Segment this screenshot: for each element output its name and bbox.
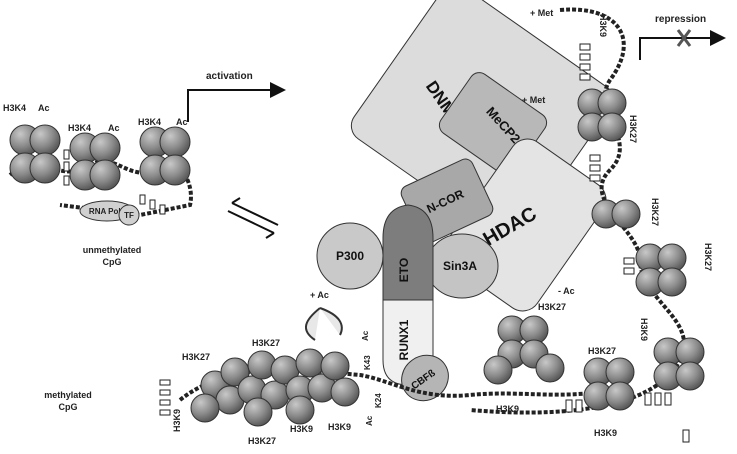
unmethylated-label: unmethylated (83, 245, 142, 255)
nucleosome (69, 132, 121, 191)
activation-label: activation (206, 71, 253, 82)
k24-label: K24 (374, 393, 383, 408)
ac-label: Ac (38, 103, 50, 113)
cpg-label: CpG (59, 402, 78, 412)
h3k4-label: H3K4 (3, 103, 26, 113)
p300-label: P300 (336, 249, 364, 263)
h3k27-label: H3K27 (703, 243, 713, 271)
repressed-chromatin: + Met + Met - Ac H3K9 H3K27 H3K27 H3K27 … (469, 7, 713, 443)
nucleosome (483, 315, 565, 385)
ac-label: Ac (176, 117, 188, 127)
nucleosome (9, 124, 61, 184)
h3k9-label: H3K9 (598, 14, 608, 37)
active-chromatin: RNA PolII TF H3K4 Ac H3K4 Ac H3K4 Ac unm… (3, 103, 193, 267)
nucleosome-cluster (190, 348, 360, 427)
cpg-markers (63, 149, 166, 215)
h3k27-label: H3K27 (628, 115, 638, 143)
ac-label: Ac (108, 123, 120, 133)
blocked-x-icon (676, 29, 692, 47)
tf (118, 204, 140, 226)
nucleosome (583, 357, 635, 411)
cpg-label: CpG (103, 257, 122, 267)
h3k4-label: H3K4 (68, 123, 91, 133)
nucleosome (591, 199, 641, 229)
tf-label: TF (124, 211, 134, 220)
minus-ac-label: - Ac (558, 286, 575, 296)
eto-label: ETO (397, 258, 411, 282)
ac-label: Ac (361, 330, 370, 341)
eto-shape (382, 204, 434, 301)
plus-ac-label: + Ac (310, 290, 329, 300)
h3k9-label: H3K9 (290, 424, 313, 434)
k43-label: K43 (363, 355, 372, 370)
sin3a-label: Sin3A (443, 259, 477, 273)
h3k27-label: H3K27 (650, 198, 660, 226)
activation-arrow: activation (187, 71, 286, 122)
plus-met-label: + Met (530, 8, 553, 18)
nucleosome (635, 243, 687, 297)
h3k27-label: H3K27 (538, 302, 566, 312)
nucleosome (139, 126, 191, 186)
protein-complex: DNMT1 MeCP2 HDAC N-COR Sin3A ETO RUNX1 P… (316, 0, 614, 402)
h3k27-label: H3K27 (182, 352, 210, 362)
plus-met-label: + Met (522, 95, 545, 105)
dna-strand (469, 7, 687, 415)
ac-label: Ac (365, 415, 374, 426)
methylated-chromatin: methylated CpG H3K27 H3K27 H3K27 H3K9 H3… (44, 290, 611, 446)
runx1-label: RUNX1 (397, 319, 411, 360)
repression-arrow: repression (639, 14, 726, 60)
methyl-tails (159, 379, 171, 416)
h3k9-label: H3K9 (594, 428, 617, 438)
h3k27-label: H3K27 (588, 346, 616, 356)
equilibrium-arrows (227, 197, 279, 239)
methyl-tails (565, 43, 690, 443)
rna-polii-label: RNA PolII (89, 207, 125, 216)
h3k27-label: H3K27 (248, 436, 276, 446)
nucleosome (653, 337, 705, 391)
h3k9-label: H3K9 (328, 422, 351, 432)
h3k27-label: H3K27 (252, 338, 280, 348)
p300-shape (316, 222, 384, 290)
acetylation-arrow (305, 307, 343, 341)
h3k4-label: H3K4 (138, 117, 161, 127)
h3k9-label: H3K9 (639, 318, 649, 341)
nucleosome (577, 88, 627, 142)
h3k9-label: H3K9 (496, 404, 519, 414)
h3k9-label: H3K9 (172, 409, 182, 432)
repression-label: repression (655, 14, 706, 25)
methylated-label: methylated (44, 390, 92, 400)
